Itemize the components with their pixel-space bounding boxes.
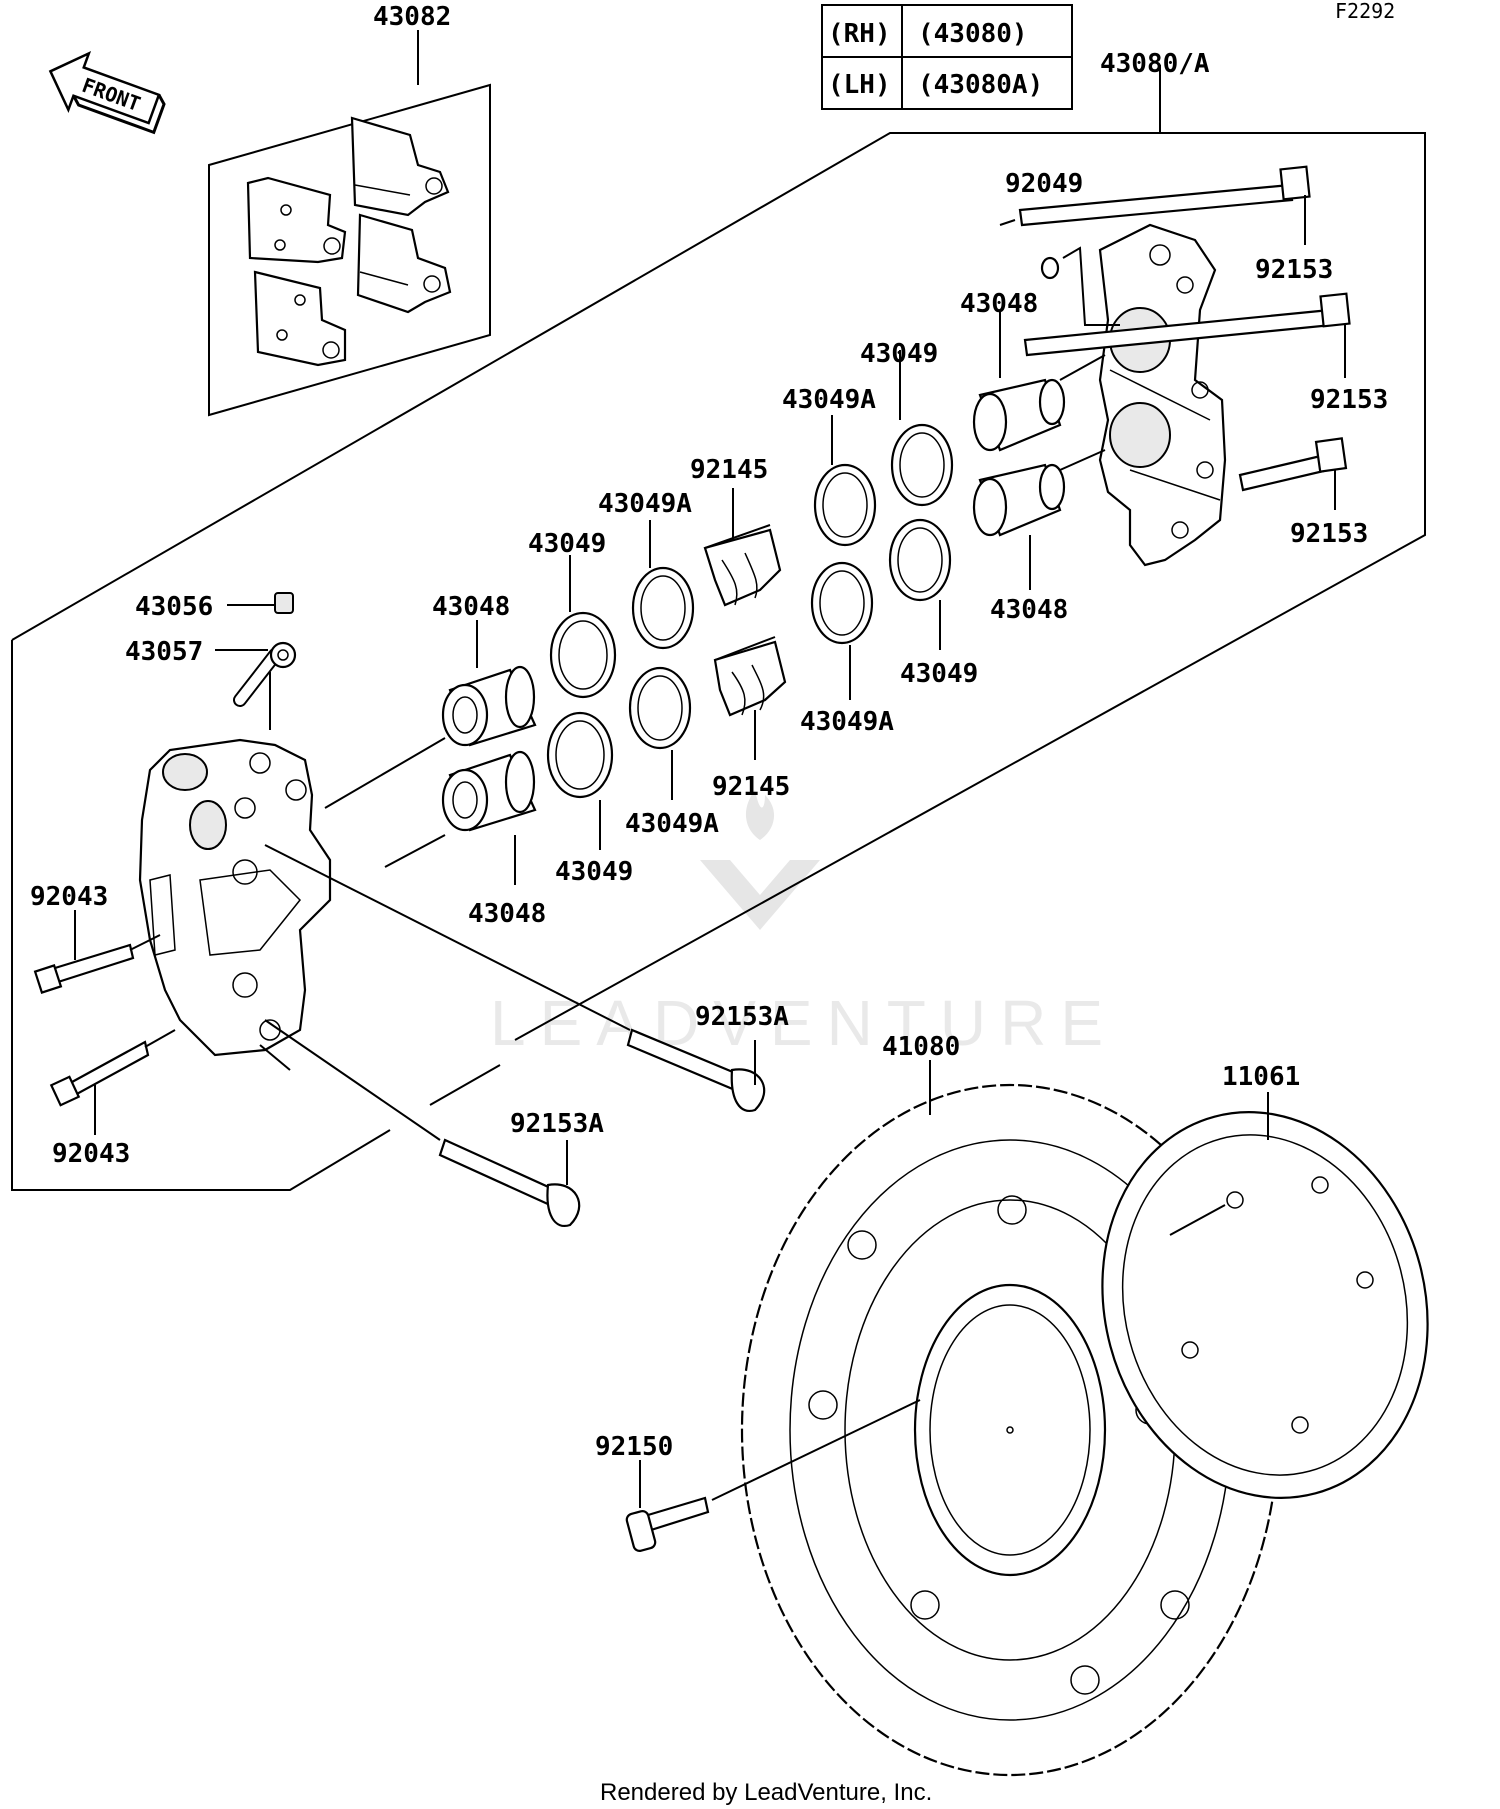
part-label-11061: 11061 xyxy=(1222,1062,1300,1092)
part-label-43080A: 43080/A xyxy=(1100,49,1210,79)
seal-43049 xyxy=(546,711,614,799)
shim-11061 xyxy=(1101,1111,1429,1499)
variant-table: (RH) (43080) (LH) (43080A) xyxy=(821,4,1073,110)
part-label-92153A: 92153A xyxy=(695,1002,789,1032)
part-label-92049: 92049 xyxy=(1005,169,1083,199)
part-label-92150: 92150 xyxy=(595,1432,673,1462)
watermark: LEADVENTURE xyxy=(490,790,1117,1059)
pad-spring-92145 xyxy=(703,524,782,607)
watermark-text: LEADVENTURE xyxy=(490,987,1117,1059)
bolt-92153 xyxy=(999,165,1311,227)
part-label-43082: 43082 xyxy=(373,2,451,32)
washer-92049 xyxy=(1040,246,1120,326)
caliper-right-half xyxy=(1098,223,1227,567)
bolt-92153A xyxy=(264,844,766,1113)
part-label-92145: 92145 xyxy=(690,455,768,485)
part-label-92153: 92153 xyxy=(1255,255,1333,285)
seal-43049A xyxy=(813,463,877,547)
figure-code: F2292 xyxy=(1335,0,1395,23)
bolt-92043 xyxy=(33,934,161,994)
seal-43049 xyxy=(888,518,952,602)
brake-pad xyxy=(350,116,450,217)
bleeder-cap-43057 xyxy=(215,641,297,730)
disc-bolt-92150 xyxy=(625,1399,921,1552)
part-label-92043: 92043 xyxy=(30,882,108,912)
brake-pad xyxy=(246,176,347,264)
caliper-assembly-frame xyxy=(11,65,1426,1191)
variant-side-lh: (LH) xyxy=(828,70,891,100)
part-label-92043: 92043 xyxy=(52,1139,130,1169)
part-label-43049A: 43049A xyxy=(625,809,719,839)
part-label-43049A: 43049A xyxy=(800,707,894,737)
piston-43048 xyxy=(441,665,537,747)
piston-43048 xyxy=(972,378,1066,452)
bolt-92153A xyxy=(264,1019,581,1228)
part-label-43049A: 43049A xyxy=(782,385,876,415)
part-label-92153A: 92153A xyxy=(510,1109,604,1139)
part-label-43048: 43048 xyxy=(990,595,1068,625)
variant-part-lh: (43080A) xyxy=(918,70,1043,100)
brake-pad-set xyxy=(208,30,491,417)
part-label-43049: 43049 xyxy=(528,529,606,559)
seal-43049 xyxy=(890,423,954,507)
part-label-43049: 43049 xyxy=(860,339,938,369)
pad-spring-92145 xyxy=(713,636,787,717)
seal-43049A xyxy=(810,561,874,645)
part-label-43048: 43048 xyxy=(960,289,1038,319)
part-label-41080: 41080 xyxy=(882,1032,960,1062)
front-arrow: FRONT xyxy=(48,50,166,135)
seal-43049 xyxy=(549,611,617,699)
bolt-92153 xyxy=(1023,292,1351,357)
brake-pad xyxy=(253,270,347,367)
part-label-43048: 43048 xyxy=(432,592,510,622)
bolt-92153 xyxy=(1238,437,1348,492)
brake-pad xyxy=(356,213,452,314)
part-label-43049: 43049 xyxy=(900,659,978,689)
bleeder-valve-43056 xyxy=(227,592,294,614)
footer-credit: Rendered by LeadVenture, Inc. xyxy=(600,1779,932,1806)
part-label-92153: 92153 xyxy=(1310,385,1388,415)
part-label-43057: 43057 xyxy=(125,637,203,667)
seal-43049A xyxy=(631,566,695,650)
part-label-92153: 92153 xyxy=(1290,519,1368,549)
piston-43048 xyxy=(972,463,1066,537)
part-label-43048: 43048 xyxy=(468,899,546,929)
seal-43049A xyxy=(628,666,692,750)
piston-43048 xyxy=(441,750,537,832)
part-label-92145: 92145 xyxy=(712,772,790,802)
bolt-92043 xyxy=(49,1029,176,1107)
part-label-43049A: 43049A xyxy=(598,489,692,519)
variant-side-rh: (RH) xyxy=(828,19,891,49)
part-label-43049: 43049 xyxy=(555,857,633,887)
part-label-43056: 43056 xyxy=(135,592,213,622)
caliper-left-half xyxy=(138,738,332,1071)
variant-part-rh: (43080) xyxy=(918,19,1028,49)
